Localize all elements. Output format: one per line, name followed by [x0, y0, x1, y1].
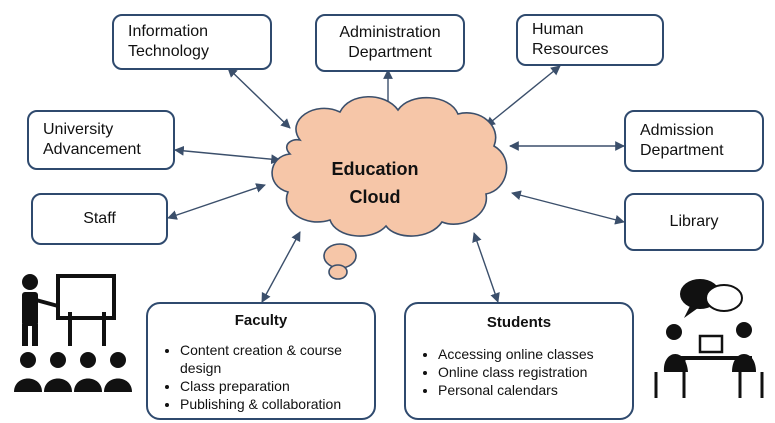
cloud-line: Education	[331, 159, 419, 179]
faculty-item: Class preparation	[180, 377, 364, 395]
node-line: Information	[128, 23, 209, 40]
node-line: Department	[640, 142, 724, 159]
node-line: Technology	[128, 43, 209, 60]
faculty-item: Publishing & collaboration	[180, 395, 364, 413]
teacher-audience-icon	[14, 274, 132, 392]
students-list: Accessing online classes Online class re…	[416, 345, 622, 399]
node-staff: Staff	[31, 193, 168, 245]
arrow-library	[511, 190, 625, 225]
faculty-panel: Faculty Content creation & course design…	[146, 302, 376, 420]
arrow-advancement	[174, 145, 281, 165]
faculty-title: Faculty	[234, 312, 288, 329]
students-title: Students	[486, 314, 552, 331]
students-item: Personal calendars	[438, 381, 622, 399]
arrow-staff	[167, 183, 266, 220]
arrow-it	[227, 67, 291, 129]
arrow-faculty	[261, 231, 301, 303]
node-line: Advancement	[43, 141, 141, 158]
faculty-list: Content creation & course design Class p…	[158, 341, 364, 413]
arrow-students	[472, 232, 500, 303]
node-label: Library	[669, 213, 719, 230]
node-label: Staff	[83, 210, 116, 227]
education-cloud	[271, 96, 508, 280]
students-meeting-icon	[654, 279, 764, 398]
arrow-hr	[485, 65, 561, 127]
students-item: Accessing online classes	[438, 345, 622, 363]
node-line: Resources	[532, 41, 609, 58]
cloud-line: Cloud	[349, 187, 401, 207]
node-line: Admission	[640, 122, 714, 139]
cloud-label: Education Cloud	[300, 155, 450, 211]
students-panel: Students Accessing online classes Online…	[404, 302, 634, 420]
node-line: Administration	[339, 24, 441, 41]
node-line: Human	[532, 21, 584, 38]
node-library: Library	[624, 193, 764, 251]
node-line: University	[43, 121, 114, 138]
students-item: Online class registration	[438, 363, 622, 381]
faculty-item: Content creation & course design	[180, 341, 364, 377]
node-line: Department	[348, 44, 432, 61]
